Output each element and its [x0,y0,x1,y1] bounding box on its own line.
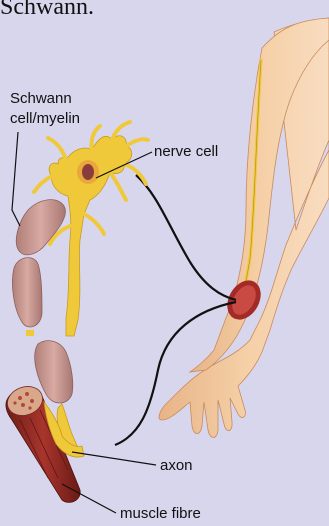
axon-leader-line [72,452,156,465]
connector-line-top [136,175,236,300]
schwann-label-line2: cell/myelin [10,110,80,128]
axon-label: axon [160,457,193,475]
schwann-leader-line [12,132,20,226]
nerve-cell-label: nerve cell [154,143,218,161]
schwann-label-line1: Schwann [10,90,72,108]
arm-illustration [159,18,329,438]
muscle-fibre-label: muscle fibre [120,505,201,523]
